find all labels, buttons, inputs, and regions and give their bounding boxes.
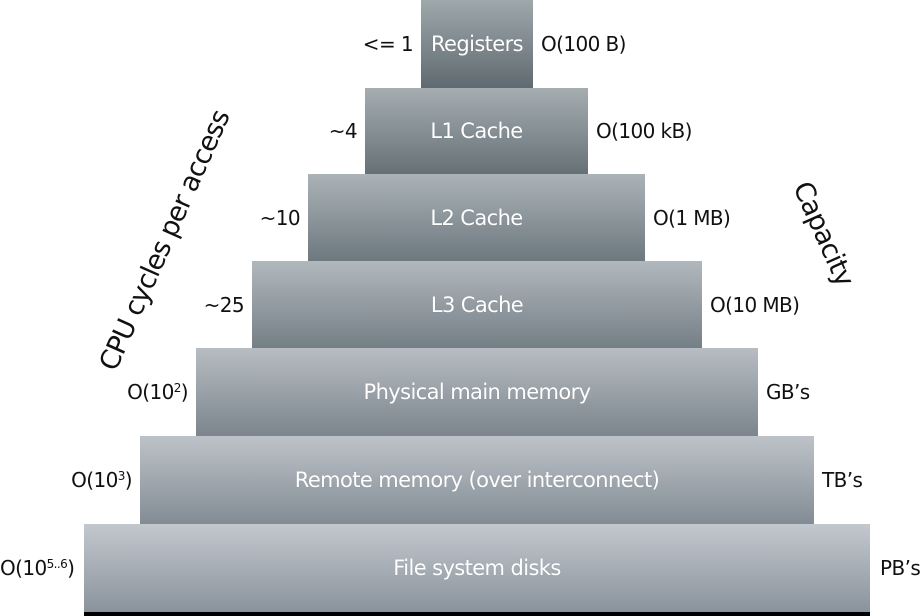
latency-text: <= 1: [362, 32, 414, 56]
latency-tail: ): [67, 556, 75, 580]
tier-label: Physical main memory: [363, 380, 592, 404]
latency-exponent: 2: [173, 381, 182, 395]
capacity-label-l3-cache: O(10 MB): [710, 292, 800, 317]
latency-exponent: 5..6: [46, 557, 68, 571]
latency-label-physical-main-memory: O(102): [127, 380, 188, 404]
latency-label-l1-cache: ~4: [328, 119, 358, 143]
latency-text: ~25: [203, 292, 245, 317]
tier-remote-memory: Remote memory (over interconnect): [140, 436, 814, 524]
capacity-label-l1-cache: O(100 kB): [596, 119, 692, 143]
capacity-label-l2-cache: O(1 MB): [653, 205, 731, 230]
latency-label-file-system-disks: O(105..6): [0, 556, 75, 580]
latency-base: O(10: [71, 468, 118, 492]
capacity-label-registers: O(100 B): [541, 32, 626, 56]
latency-exponent: 3: [117, 469, 126, 483]
capacity-label-physical-main-memory: GB’s: [766, 380, 810, 404]
tier-label: L1 Cache: [430, 119, 523, 143]
capacity-label-remote-memory: TB’s: [822, 468, 863, 492]
latency-label-l2-cache: ~10: [259, 205, 301, 230]
tier-file-system-disks: File system disks: [84, 524, 870, 612]
tier-l2-cache: L2 Cache: [308, 174, 645, 261]
latency-tail: ): [124, 468, 133, 492]
latency-label-remote-memory: O(103): [71, 468, 132, 492]
tier-label: File system disks: [393, 556, 561, 580]
tier-label: Remote memory (over interconnect): [294, 468, 660, 492]
tier-label: Registers: [430, 32, 524, 56]
tier-registers: Registers: [421, 0, 533, 88]
capacity-label-file-system-disks: PB’s: [880, 556, 920, 580]
tier-label: L3 Cache: [430, 292, 524, 317]
tier-label: L2 Cache: [430, 205, 523, 230]
cpu-cycles-axis-title: CPU cycles per access: [93, 105, 237, 376]
latency-base: O(10: [0, 556, 47, 580]
latency-text: ~4: [328, 119, 358, 143]
latency-tail: ): [180, 380, 189, 404]
tier-physical-main-memory: Physical main memory: [196, 348, 758, 436]
pyramid-base-line: [84, 612, 870, 616]
latency-label-registers: <= 1: [362, 32, 414, 56]
latency-base: O(10: [127, 380, 174, 404]
capacity-axis-title: Capacity: [786, 176, 860, 291]
latency-text: ~10: [259, 205, 301, 230]
latency-label-l3-cache: ~25: [203, 292, 245, 317]
tier-l1-cache: L1 Cache: [365, 88, 588, 174]
tier-l3-cache: L3 Cache: [252, 261, 702, 348]
